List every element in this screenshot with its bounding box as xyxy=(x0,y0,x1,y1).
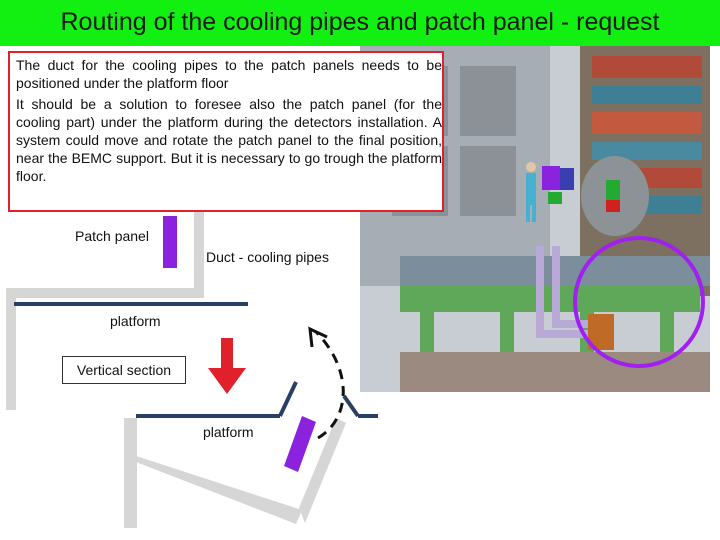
vertical-section-label: Vertical section xyxy=(62,356,186,384)
lower-duct-wall xyxy=(124,418,346,528)
patch-panel-marker xyxy=(163,216,177,268)
floor-base xyxy=(400,352,710,392)
patch-panel-label: Patch panel xyxy=(75,228,149,244)
colored-patch-blocks xyxy=(542,166,620,212)
upper-platform-label: platform xyxy=(110,313,161,329)
duct-label: Duct - cooling pipes xyxy=(206,249,329,265)
request-note-box: The duct for the cooling pipes to the pa… xyxy=(8,51,444,212)
lower-platform-beam xyxy=(136,381,378,418)
calorimeter-modules xyxy=(592,56,702,214)
title-bar xyxy=(0,0,720,46)
lower-platform-label: platform xyxy=(203,424,254,440)
note-paragraph-duct: The duct for the cooling pipes to the pa… xyxy=(16,57,442,91)
down-arrow-icon xyxy=(208,338,246,394)
green-support-structure xyxy=(400,286,700,352)
rotation-arrowhead-icon xyxy=(308,326,328,348)
technician-figure xyxy=(526,162,536,222)
upper-duct-wall xyxy=(6,200,204,410)
cooling-pipes-rendering xyxy=(536,246,600,338)
patch-panel-rotated xyxy=(284,416,316,472)
note-paragraph-patch-panel: It should be a solution to foresee also … xyxy=(16,96,442,184)
slide-title: Routing of the cooling pipes and patch p… xyxy=(60,8,660,36)
rotation-path-dashed xyxy=(314,330,345,440)
highlight-circle xyxy=(573,236,705,368)
